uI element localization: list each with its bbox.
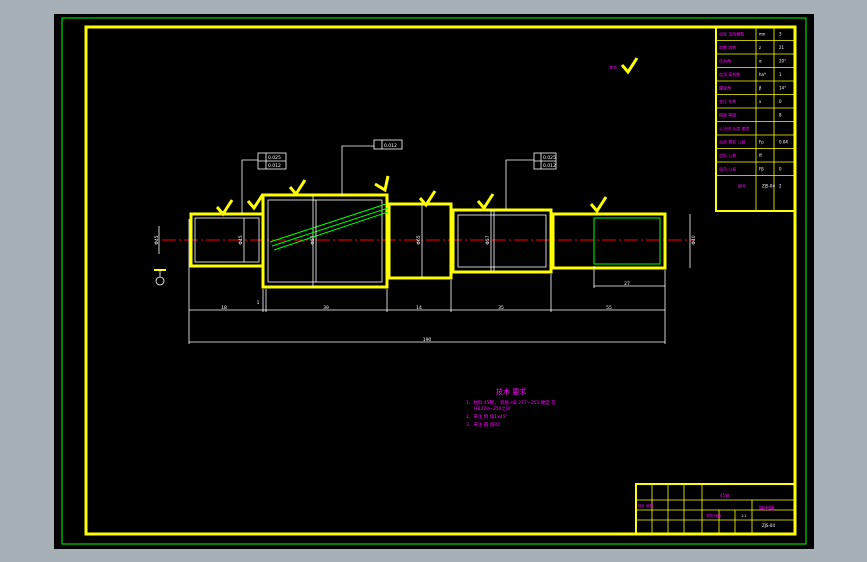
tech-req-item: HB220~250之间 bbox=[474, 405, 511, 412]
param-label: 齿距 累积 公差 bbox=[719, 138, 746, 144]
param-value: 20° bbox=[779, 58, 786, 63]
dimension-label: 35 bbox=[498, 305, 504, 311]
param-label: 压力角 bbox=[719, 57, 731, 63]
param-label: 齿向 公差 bbox=[719, 165, 736, 171]
title-block-designer: 设计 审核 bbox=[638, 503, 654, 508]
segment-3 bbox=[387, 202, 453, 280]
segment-5 bbox=[551, 212, 667, 270]
title-block-scale: 1:1 bbox=[741, 514, 747, 518]
param-bottom-count: 2 bbox=[779, 184, 782, 189]
param-value: 3 bbox=[779, 31, 782, 36]
tech-req-item: 3、未注 圆 角R1 bbox=[466, 421, 500, 428]
keyway-length-label: 27 bbox=[624, 281, 630, 287]
param-symbol: Fβ bbox=[759, 166, 764, 171]
shaft-body bbox=[189, 193, 667, 289]
tolerance-value: 0.012 bbox=[268, 163, 281, 169]
dimension-label: 1 bbox=[257, 300, 260, 306]
param-label: 齿轮 法向模数 bbox=[719, 30, 744, 36]
param-symbol: Fp bbox=[759, 139, 764, 144]
tech-req-item: 2、未注 倒 角1x45° bbox=[466, 413, 508, 420]
tech-req-item: 1、材料 45钢， 调质 HB 217~255 硬度 在 bbox=[466, 399, 556, 406]
param-label: 精度 等级 bbox=[719, 111, 736, 117]
roughness-note: 其余 bbox=[609, 64, 617, 70]
param-value: 8 bbox=[779, 112, 782, 117]
diameter-label: Φ40 bbox=[691, 235, 697, 244]
dimension-label: 14 bbox=[416, 305, 422, 311]
tolerance-value: 0.025 bbox=[543, 155, 556, 161]
param-symbol: ff bbox=[759, 153, 762, 158]
drawing-frame bbox=[84, 25, 797, 536]
title-block-drawing-number: ZJS-04 bbox=[762, 523, 775, 528]
param-label: 公法线 长度 偏差 bbox=[719, 125, 750, 131]
param-label: 齿顶 高系数 bbox=[719, 71, 740, 77]
gear-parameter-table: 齿轮 法向模数 mn 3 齿数 齿数 z 21 压力角 α 20° 齿顶 高系数 ha* 1 螺旋角 β 1… bbox=[715, 26, 796, 212]
outer-border bbox=[61, 17, 807, 545]
tolerance-leaders bbox=[241, 139, 557, 214]
keyways bbox=[269, 203, 661, 265]
param-value: 0 bbox=[779, 99, 782, 104]
diameter-label: Φ45 bbox=[154, 235, 160, 244]
tolerance-value: 0.012 bbox=[384, 143, 397, 149]
param-symbol: ha* bbox=[759, 72, 766, 77]
diameter-label: Φ65 bbox=[416, 235, 422, 244]
title-block: 45钢 输出轴 ZJS-04 1:1 设计 审核 学院 班级 bbox=[635, 483, 796, 535]
param-symbol: x bbox=[759, 99, 762, 104]
param-bottom-value: ZJS-04 bbox=[762, 184, 775, 189]
segment-2 bbox=[261, 193, 389, 289]
param-label: 齿形 公差 bbox=[719, 152, 736, 158]
param-label: 齿数 齿数 bbox=[719, 44, 736, 50]
title-block-material: 45钢 bbox=[720, 492, 729, 498]
tolerance-value: 0.012 bbox=[543, 163, 556, 169]
param-symbol: α bbox=[759, 58, 762, 63]
dimension-label: 39 bbox=[323, 305, 329, 311]
title-block-organization: 学院 班级 bbox=[706, 513, 722, 518]
param-value: 14° bbox=[779, 85, 786, 90]
param-bottom-label: 图号 bbox=[738, 183, 746, 189]
dimension-label: 55 bbox=[606, 305, 612, 311]
diameter-label: Φ57 bbox=[485, 235, 491, 244]
diameter-label: Φ57 bbox=[310, 235, 316, 244]
title-block-part-name: 输出轴 bbox=[759, 505, 774, 512]
shaft-inner-lines bbox=[194, 195, 547, 287]
tolerance-value: 0.025 bbox=[268, 155, 281, 161]
param-label: 螺旋角 bbox=[719, 84, 731, 90]
overall-length-label: 190 bbox=[423, 337, 432, 343]
param-value: 21 bbox=[779, 45, 785, 50]
param-symbol: β bbox=[759, 85, 762, 90]
dimension-lines bbox=[158, 200, 691, 344]
param-label: 变位 系数 bbox=[719, 98, 736, 104]
diameter-label: Φ45 bbox=[238, 235, 244, 244]
param-value: 0.04 bbox=[779, 139, 788, 144]
param-symbol: mn bbox=[759, 31, 766, 36]
dimension-label: 18 bbox=[221, 305, 227, 311]
roughness-symbols bbox=[215, 57, 639, 217]
param-value: 1 bbox=[779, 72, 782, 77]
tech-req-title: 技术 要求 bbox=[496, 387, 526, 396]
technical-requirements: 技术 要求 1、材料 45钢， 调质 HB 217~255 硬度 在 HB220… bbox=[466, 387, 556, 428]
param-value: 0 bbox=[779, 166, 782, 171]
dimension-labels: 18 1 39 14 35 55 190 27 Φ45 Φ57 Φ65 Φ57 … bbox=[154, 143, 697, 343]
param-symbol: z bbox=[759, 45, 761, 50]
segment-4 bbox=[451, 208, 553, 274]
datum-symbol bbox=[154, 269, 166, 286]
